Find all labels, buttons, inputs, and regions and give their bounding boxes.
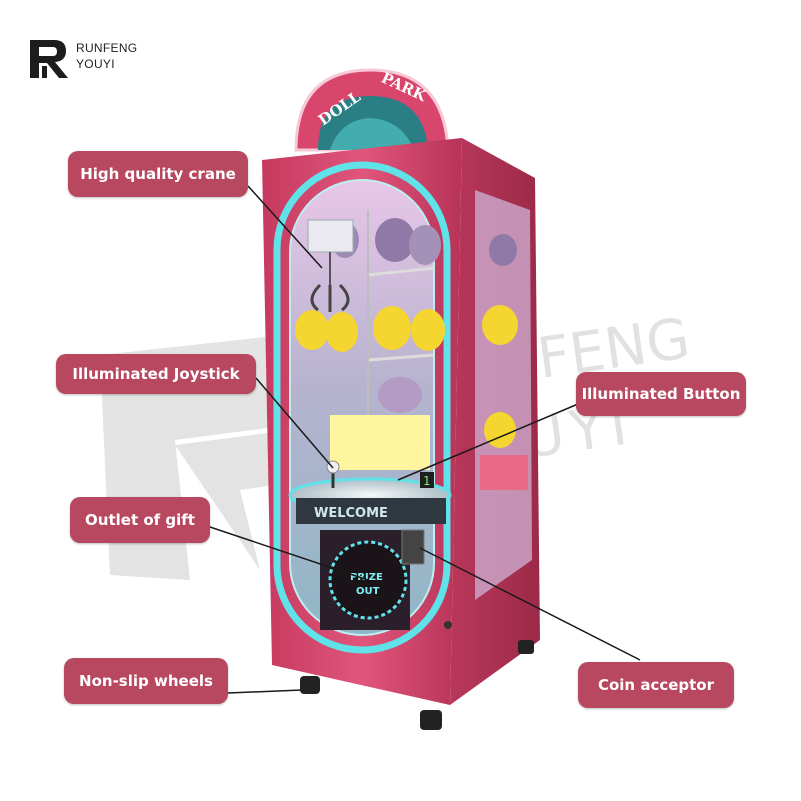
callout-outlet: Outlet of gift — [70, 497, 210, 543]
welcome-text: WELCOME — [314, 506, 388, 521]
callout-crane: High quality crane — [68, 151, 248, 197]
neon-frame — [273, 161, 451, 654]
marquee-topper — [294, 68, 450, 152]
callout-button: Illuminated Button — [576, 372, 746, 416]
coin-acceptor — [401, 529, 425, 565]
brand-line-2: YOUYI — [76, 57, 115, 71]
callout-coin: Coin acceptor — [578, 662, 734, 708]
button-number: 1 — [423, 474, 430, 488]
leader-lines — [209, 185, 641, 694]
brand-logo: RUNFENG YOUYI — [28, 36, 158, 82]
illuminated-button — [420, 472, 434, 488]
crane-claw — [307, 219, 354, 312]
brand-line-1: RUNFENG — [76, 41, 138, 55]
callout-wheels: Non-slip wheels — [64, 658, 228, 704]
welcome-strip — [296, 498, 446, 524]
callout-joystick: Illuminated Joystick — [56, 354, 256, 394]
prize-text-2: OUT — [356, 586, 380, 597]
side-window — [475, 190, 532, 600]
prize-text-1: PRIZE — [350, 572, 383, 583]
key-lock — [444, 621, 452, 629]
brand-text: RUNFENG YOUYI — [76, 40, 137, 72]
wheels — [300, 640, 534, 730]
side-plush — [480, 234, 528, 490]
rf-logo-icon — [30, 40, 68, 78]
